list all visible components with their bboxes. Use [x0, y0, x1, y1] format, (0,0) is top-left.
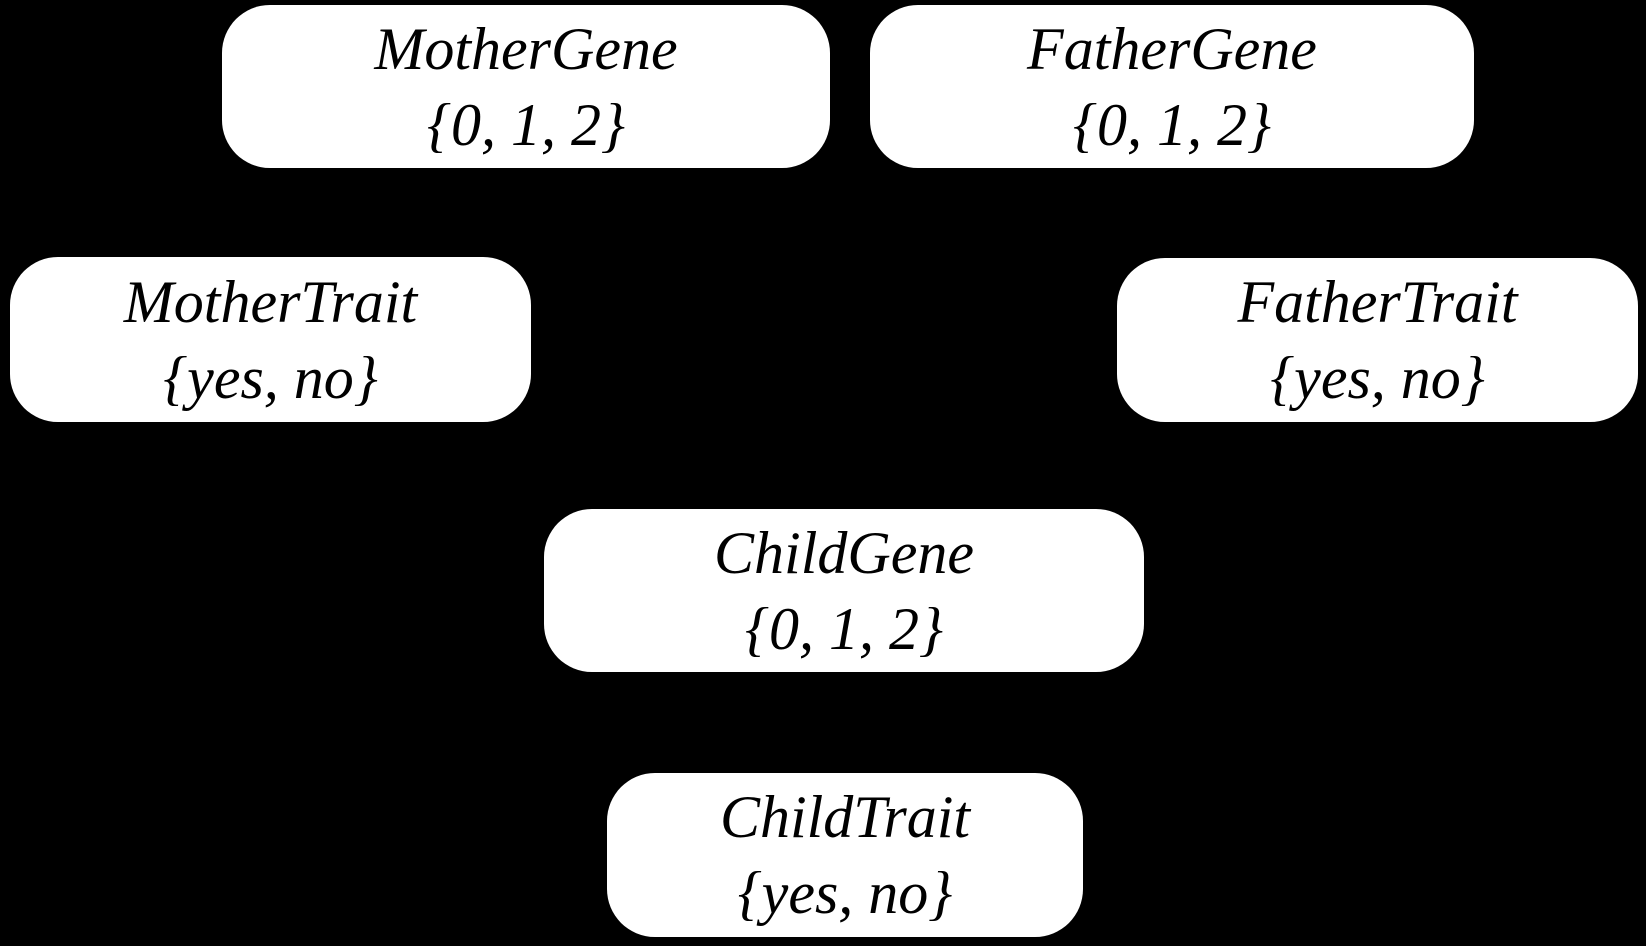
node-child-trait-domain: {yes, no} — [737, 860, 953, 926]
node-mother-gene-domain: {0, 1, 2} — [427, 91, 625, 158]
node-father-gene-label: FatherGene — [1027, 15, 1317, 82]
node-child-trait-label: ChildTrait — [719, 784, 971, 850]
node-mother-gene: MotherGene {0, 1, 2} — [222, 5, 830, 168]
node-child-gene-label: ChildGene — [714, 519, 974, 586]
node-mother-trait: MotherTrait {yes, no} — [10, 257, 531, 422]
node-father-trait: FatherTrait {yes, no} — [1117, 258, 1638, 422]
node-father-trait-domain: {yes, no} — [1270, 345, 1485, 411]
node-child-gene-domain: {0, 1, 2} — [745, 595, 943, 662]
node-father-trait-label: FatherTrait — [1237, 269, 1518, 335]
node-mother-trait-label: MotherTrait — [123, 268, 418, 335]
node-father-gene-domain: {0, 1, 2} — [1073, 91, 1271, 158]
node-child-trait: ChildTrait {yes, no} — [607, 773, 1083, 937]
node-mother-gene-label: MotherGene — [374, 15, 678, 82]
node-mother-trait-domain: {yes, no} — [163, 344, 378, 411]
node-father-gene: FatherGene {0, 1, 2} — [870, 5, 1474, 168]
node-child-gene: ChildGene {0, 1, 2} — [544, 509, 1144, 672]
